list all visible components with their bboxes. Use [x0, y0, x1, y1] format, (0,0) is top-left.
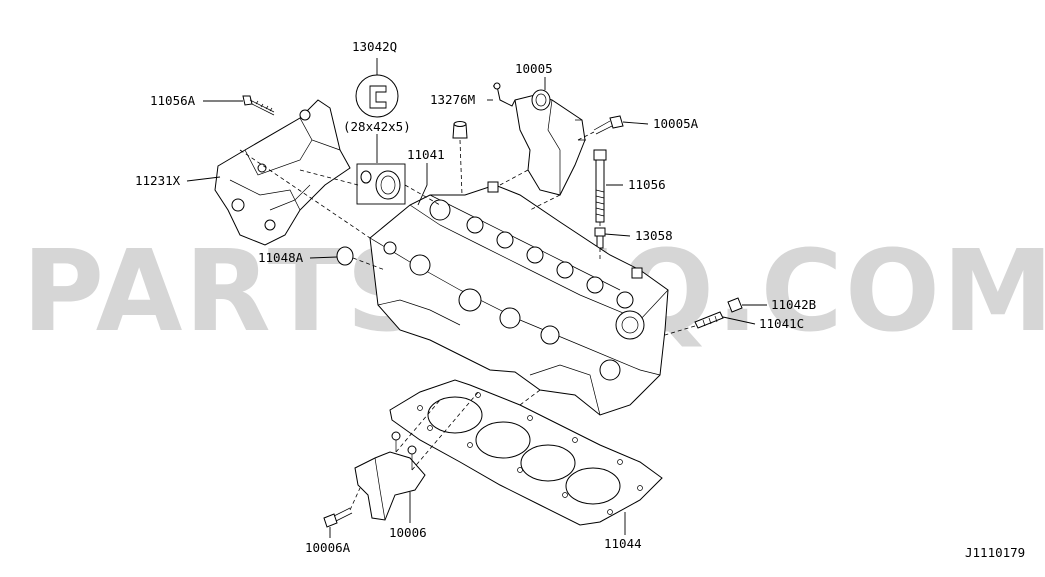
- figure-code: J1110179: [965, 545, 1025, 560]
- label-13058: 13058: [635, 228, 673, 243]
- assembly-lines: [239, 131, 696, 511]
- bolt-11056a-drawing: [242, 95, 275, 116]
- bolt-10006a-drawing: [323, 507, 353, 528]
- label-11048a: 11048A: [258, 250, 304, 265]
- label-11041c: 11041C: [759, 316, 804, 331]
- bracket-10006-drawing: [354, 431, 426, 521]
- bolt-13058-drawing: [594, 227, 606, 249]
- oil-seal-13042q-drawing: [355, 74, 406, 205]
- label-11041: 11041: [407, 147, 445, 162]
- bracket-11231x-drawing: [214, 99, 351, 246]
- label-11044: 11044: [604, 536, 642, 551]
- label-11042b: 11042B: [771, 297, 816, 312]
- leader-lines: [186, 58, 767, 538]
- label-10005a: 10005A: [653, 116, 699, 131]
- label-11056a: 11056A: [150, 93, 196, 108]
- label-13042q: 13042Q: [352, 39, 397, 54]
- stud-11041c-drawing: [694, 297, 743, 329]
- cylinder-head-11041-drawing: [369, 181, 669, 416]
- label-13276m: 13276M: [430, 92, 475, 107]
- label-10006: 10006: [389, 525, 427, 540]
- bolt-11056-drawing: [593, 149, 607, 223]
- bolt-10005a-drawing: [593, 115, 624, 135]
- label-11056: 11056: [628, 177, 666, 192]
- bracket-10005-drawing: [493, 82, 586, 196]
- label-10005: 10005: [515, 61, 553, 76]
- plug-11048a-drawing: [336, 246, 354, 266]
- label-13042q-size: (28x42x5): [343, 119, 411, 134]
- label-11231x: 11231X: [135, 173, 181, 188]
- label-10006a: 10006A: [305, 540, 351, 555]
- cap-13276m-drawing: [452, 121, 468, 139]
